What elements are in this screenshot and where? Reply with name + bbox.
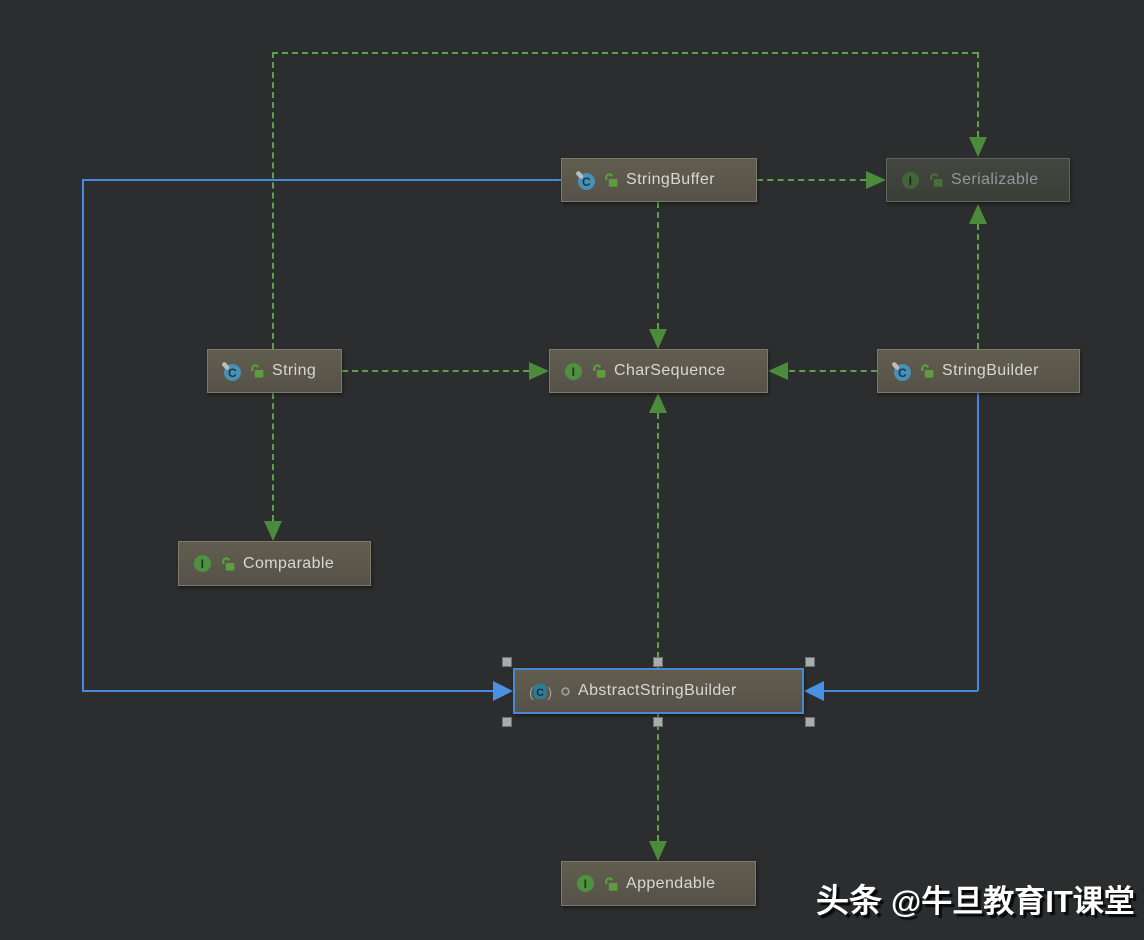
arrowhead-serializable-left xyxy=(866,171,886,189)
class-node-string[interactable]: C String xyxy=(207,349,342,393)
public-lock-icon xyxy=(928,172,944,188)
class-icon: C xyxy=(575,170,596,191)
edge-stringbuilder-serializable[interactable] xyxy=(977,224,979,349)
class-node-stringbuffer[interactable]: C StringBuffer xyxy=(561,158,757,202)
arrowhead-serializable-bottom xyxy=(969,204,987,224)
arrowhead-charsequence-right xyxy=(768,362,788,380)
public-lock-icon xyxy=(591,363,607,379)
selection-handle-bottom-left[interactable] xyxy=(502,717,512,727)
edge-stringbuilder-charsequence[interactable] xyxy=(789,370,877,372)
class-icon: C xyxy=(221,361,242,382)
svg-text:C: C xyxy=(536,687,544,699)
edge-stringbuffer-abstractstringbuilder-h2[interactable] xyxy=(82,690,493,692)
interface-icon: I xyxy=(575,873,596,894)
interface-name-label: CharSequence xyxy=(614,362,726,379)
svg-text:I: I xyxy=(584,877,588,891)
edge-string-charsequence[interactable] xyxy=(342,370,529,372)
svg-text:I: I xyxy=(909,173,913,187)
svg-text:C: C xyxy=(228,365,237,379)
class-name-label: String xyxy=(272,362,317,379)
edge-stringbuffer-abstractstringbuilder-h1[interactable] xyxy=(82,179,561,181)
arrowhead-abstractstringbuilder-right xyxy=(804,681,824,701)
watermark: 头条 @牛旦教育IT课堂 xyxy=(816,874,1135,922)
arrowhead-appendable-top xyxy=(649,841,667,861)
watermark-badge: 头条 xyxy=(816,882,882,919)
interface-icon: I xyxy=(192,553,213,574)
class-name-label: StringBuilder xyxy=(942,362,1039,379)
package-private-icon xyxy=(560,686,571,697)
edge-stringbuffer-serializable[interactable] xyxy=(757,179,866,181)
edge-string-serializable-h[interactable] xyxy=(272,52,978,54)
interface-node-appendable[interactable]: I Appendable xyxy=(561,861,756,906)
svg-text:I: I xyxy=(201,557,205,571)
svg-text:C: C xyxy=(898,365,907,379)
public-lock-icon xyxy=(919,363,935,379)
edge-stringbuffer-charsequence[interactable] xyxy=(657,202,659,329)
public-lock-icon xyxy=(603,172,619,188)
arrowhead-abstractstringbuilder-left xyxy=(493,681,513,701)
class-node-stringbuilder[interactable]: C StringBuilder xyxy=(877,349,1080,393)
selection-handle-top-right[interactable] xyxy=(805,657,815,667)
edge-stringbuilder-abstractstringbuilder-h[interactable] xyxy=(824,690,978,692)
arrowhead-charsequence-top xyxy=(649,329,667,349)
edge-stringbuilder-abstractstringbuilder-v[interactable] xyxy=(977,393,979,691)
edge-string-serializable-v2[interactable] xyxy=(977,52,979,137)
class-name-label: StringBuffer xyxy=(626,171,715,188)
edge-stringbuffer-abstractstringbuilder-v[interactable] xyxy=(82,179,84,691)
interface-node-serializable[interactable]: I Serializable xyxy=(886,158,1070,202)
arrowhead-comparable-top xyxy=(264,521,282,541)
edge-abstractstringbuilder-appendable[interactable] xyxy=(657,714,659,841)
edge-string-comparable[interactable] xyxy=(272,393,274,521)
interface-node-charsequence[interactable]: I CharSequence xyxy=(549,349,768,393)
selection-handle-bottom-right[interactable] xyxy=(805,717,815,727)
arrowhead-serializable-top xyxy=(969,137,987,157)
arrowhead-charsequence-left xyxy=(529,362,549,380)
watermark-handle: @牛旦教育IT课堂 xyxy=(891,884,1135,919)
svg-text:C: C xyxy=(582,174,591,188)
public-lock-icon xyxy=(220,556,236,572)
selection-handle-top-center[interactable] xyxy=(653,657,663,667)
selection-handle-top-left[interactable] xyxy=(502,657,512,667)
interface-name-label: Serializable xyxy=(951,171,1039,188)
interface-name-label: Appendable xyxy=(626,874,716,892)
interface-name-label: Comparable xyxy=(243,554,335,572)
interface-icon: I xyxy=(900,170,921,191)
svg-text:): ) xyxy=(548,684,553,700)
interface-icon: I xyxy=(563,361,584,382)
interface-node-comparable[interactable]: I Comparable xyxy=(178,541,371,586)
arrowhead-charsequence-bottom xyxy=(649,393,667,413)
svg-text:(: ( xyxy=(529,684,534,700)
edge-abstractstringbuilder-charsequence[interactable] xyxy=(657,413,659,668)
public-lock-icon xyxy=(603,876,619,892)
public-lock-icon xyxy=(249,363,265,379)
edge-string-serializable-v1[interactable] xyxy=(272,52,274,349)
abstract-class-icon: (C) xyxy=(528,681,553,702)
class-name-label: AbstractStringBuilder xyxy=(578,682,737,699)
class-node-abstractstringbuilder[interactable]: (C) AbstractStringBuilder xyxy=(513,668,804,714)
class-icon: C xyxy=(891,361,912,382)
selection-handle-bottom-center[interactable] xyxy=(653,717,663,727)
svg-text:I: I xyxy=(572,364,576,378)
